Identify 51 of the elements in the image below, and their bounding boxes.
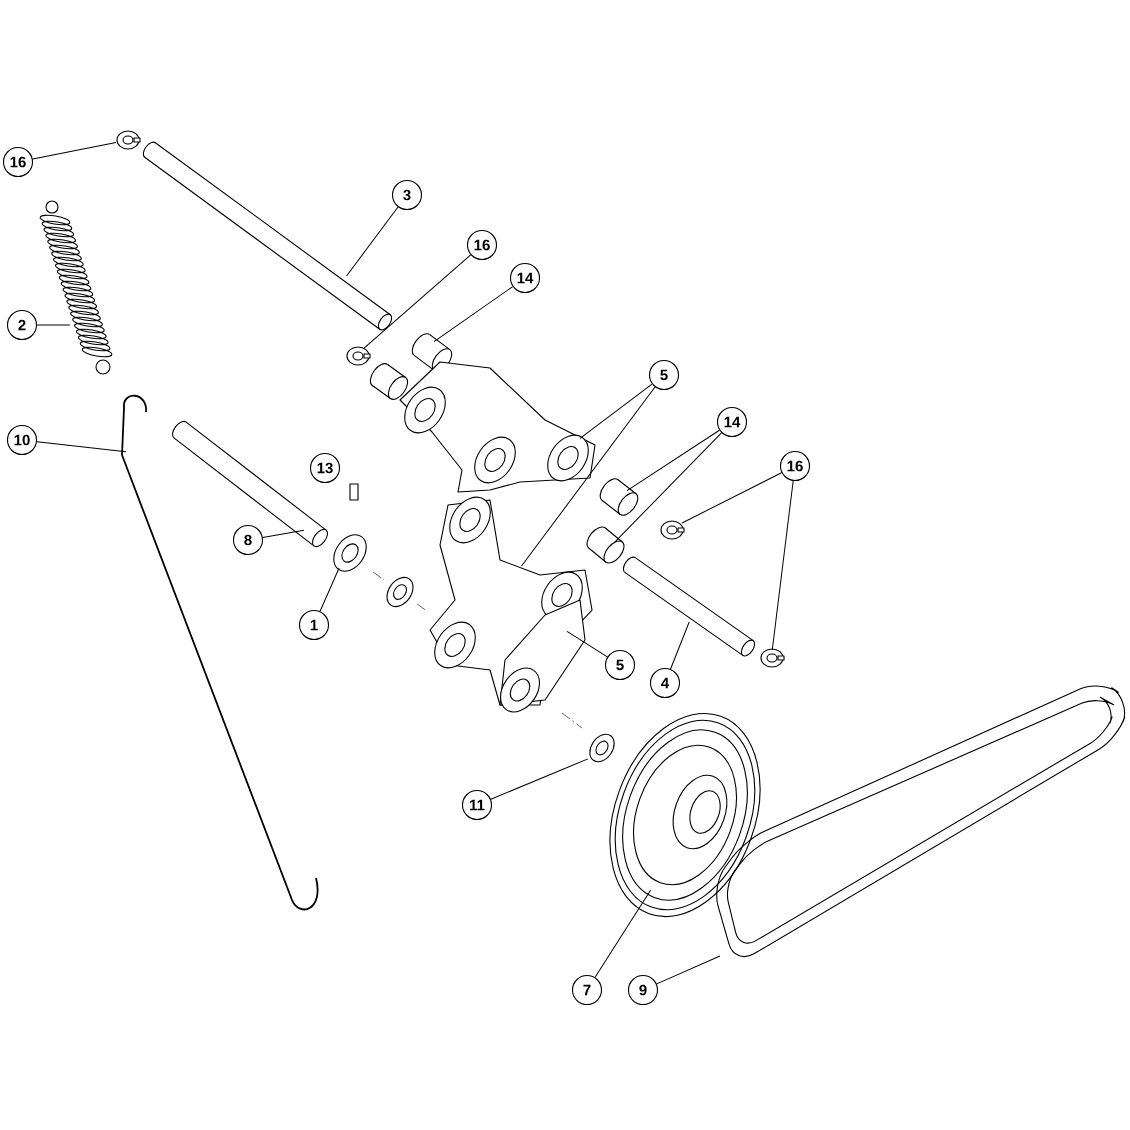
leader-line <box>626 429 720 492</box>
belt <box>716 685 1126 958</box>
leader-line <box>579 383 653 439</box>
arm <box>499 599 586 713</box>
leader-line <box>32 141 117 160</box>
leader-line <box>594 889 652 978</box>
leader-line <box>670 621 690 670</box>
callout-number: 9 <box>627 974 659 1006</box>
callout-number: 16 <box>2 146 34 178</box>
leader-line <box>36 324 71 326</box>
callout-number: 3 <box>391 179 423 211</box>
shaft <box>622 556 756 657</box>
leader-line <box>433 286 514 343</box>
callout-number: 5 <box>648 359 680 391</box>
rod <box>121 394 319 911</box>
leader-line <box>613 432 722 544</box>
bushing <box>599 478 639 516</box>
callout-number: 10 <box>6 424 38 456</box>
leader-line <box>656 955 721 985</box>
washer <box>589 733 615 763</box>
leader-line <box>771 480 794 651</box>
callout-number: 4 <box>649 667 681 699</box>
leader-line <box>490 758 589 800</box>
leader-line <box>346 206 399 277</box>
collar <box>333 534 367 572</box>
callout-number: 13 <box>309 452 341 484</box>
pulley <box>609 712 761 918</box>
shaft <box>142 141 393 331</box>
callout-number: 5 <box>604 649 636 681</box>
callout-number: 2 <box>6 309 38 341</box>
bushing <box>586 526 625 564</box>
retaining-ring <box>116 130 141 150</box>
leader-line <box>262 529 305 538</box>
retaining-ring <box>760 648 785 668</box>
callout-number: 16 <box>466 229 498 261</box>
leader-line <box>363 254 472 349</box>
callout-number: 14 <box>509 262 541 294</box>
callout-number: 11 <box>461 789 493 821</box>
callout-number: 1 <box>298 609 330 641</box>
leader-line <box>566 630 608 658</box>
callout-number: 14 <box>716 406 748 438</box>
leader-line <box>319 567 340 612</box>
leader-line <box>681 472 783 524</box>
callout-number: 7 <box>571 974 603 1006</box>
leader-line <box>521 386 656 567</box>
callout-number: 16 <box>779 450 811 482</box>
spring <box>39 200 113 375</box>
retaining-ring <box>660 520 685 540</box>
retaining-ring <box>346 346 371 366</box>
bracket <box>399 361 596 493</box>
leader-line <box>36 441 127 453</box>
